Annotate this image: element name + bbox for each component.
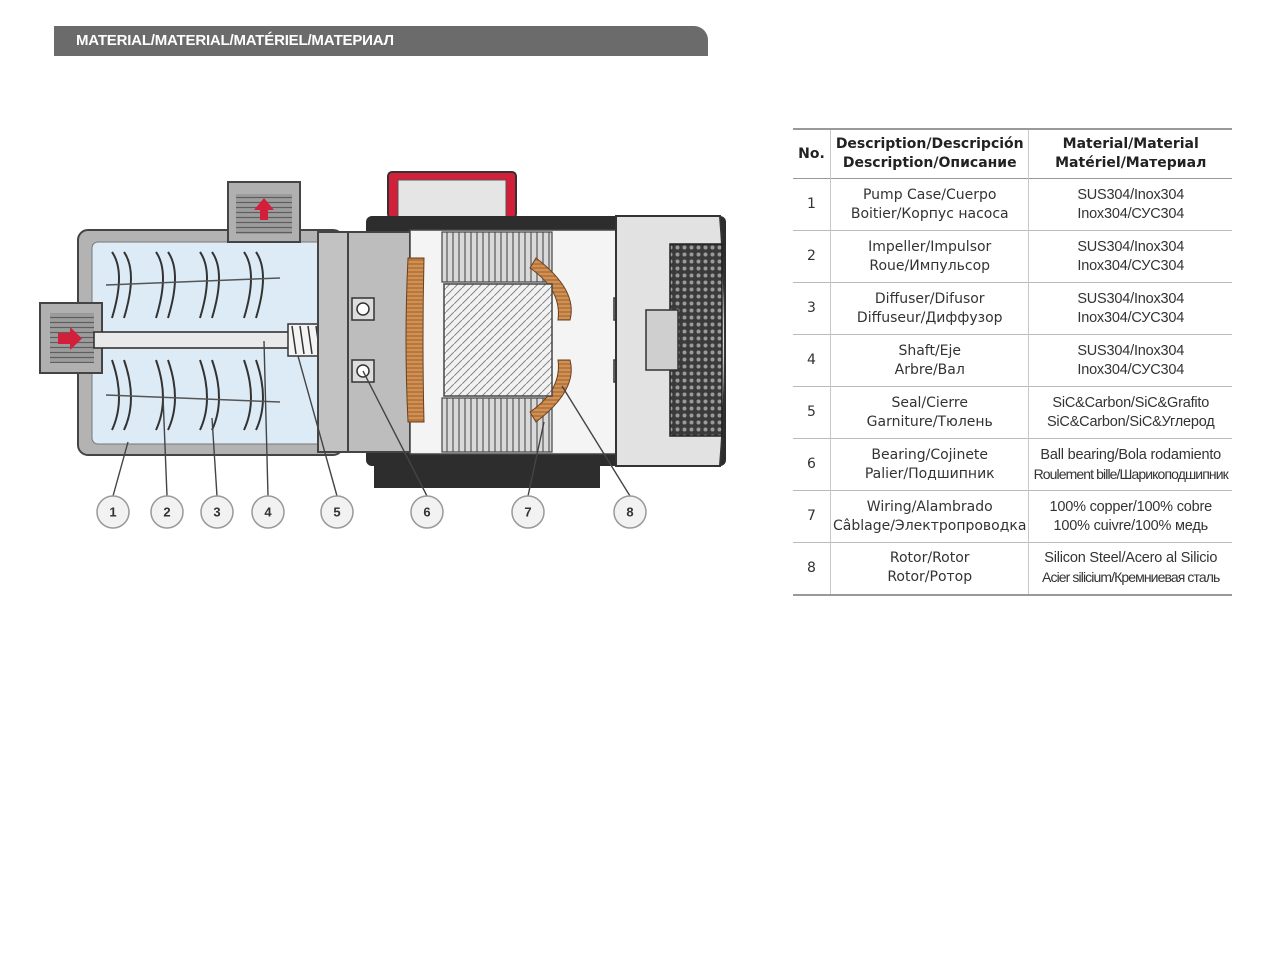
svg-text:6: 6: [423, 505, 430, 520]
callout-marker-7: 7: [511, 495, 545, 529]
callout-markers: 1 2 3 4 5 6 7 8: [96, 495, 647, 529]
section-header-bar: MATERIAL/MATERIAL/MATÉRIEL/МАТЕРИАЛ: [54, 26, 708, 56]
copper-wiring: [405, 257, 572, 423]
callout-marker-8: 8: [613, 495, 647, 529]
section-title: MATERIAL/MATERIAL/MATÉRIEL/МАТЕРИАЛ: [76, 32, 394, 49]
row-number: 6: [793, 438, 831, 491]
svg-text:3: 3: [213, 505, 220, 520]
table-header-row: No. Description/Descripción Description/…: [793, 129, 1232, 179]
callout-marker-6: 6: [410, 495, 444, 529]
impeller-stages: [105, 251, 281, 431]
row-number: 8: [793, 542, 831, 595]
svg-text:2: 2: [163, 505, 170, 520]
header-no: No.: [793, 129, 831, 179]
header-description: Description/Descripción Description/Опис…: [830, 129, 1030, 179]
callout-marker-2: 2: [150, 495, 184, 529]
rotor: [443, 283, 553, 397]
row-number: 3: [793, 282, 831, 335]
callout-marker-4: 4: [251, 495, 285, 529]
svg-text:5: 5: [333, 505, 340, 520]
materials-table: No. Description/Descripción Description/…: [793, 128, 1232, 596]
header-material: Material/Material Matériel/Материал: [1055, 136, 1207, 171]
leader-lines: [112, 340, 631, 497]
inlet-port: [39, 302, 103, 374]
outlet-arrow-icon: [254, 198, 274, 220]
callout-marker-3: 3: [200, 495, 234, 529]
row-number: 5: [793, 386, 831, 439]
svg-text:7: 7: [524, 505, 531, 520]
inlet-arrow-icon: [58, 327, 82, 350]
stator: [441, 231, 553, 453]
fan-cover: [615, 215, 726, 467]
row-number: 2: [793, 230, 831, 283]
svg-text:8: 8: [626, 505, 633, 520]
callout-marker-5: 5: [320, 495, 354, 529]
svg-text:4: 4: [264, 505, 272, 520]
outlet-port: [227, 181, 301, 243]
row-number: 4: [793, 334, 831, 387]
pump-cutaway-diagram: 1 2 3 4 5 6 7 8: [39, 171, 726, 529]
row-number: 7: [793, 490, 831, 543]
callout-marker-1: 1: [96, 495, 130, 529]
svg-text:1: 1: [109, 505, 116, 520]
row-number: 1: [793, 178, 831, 231]
